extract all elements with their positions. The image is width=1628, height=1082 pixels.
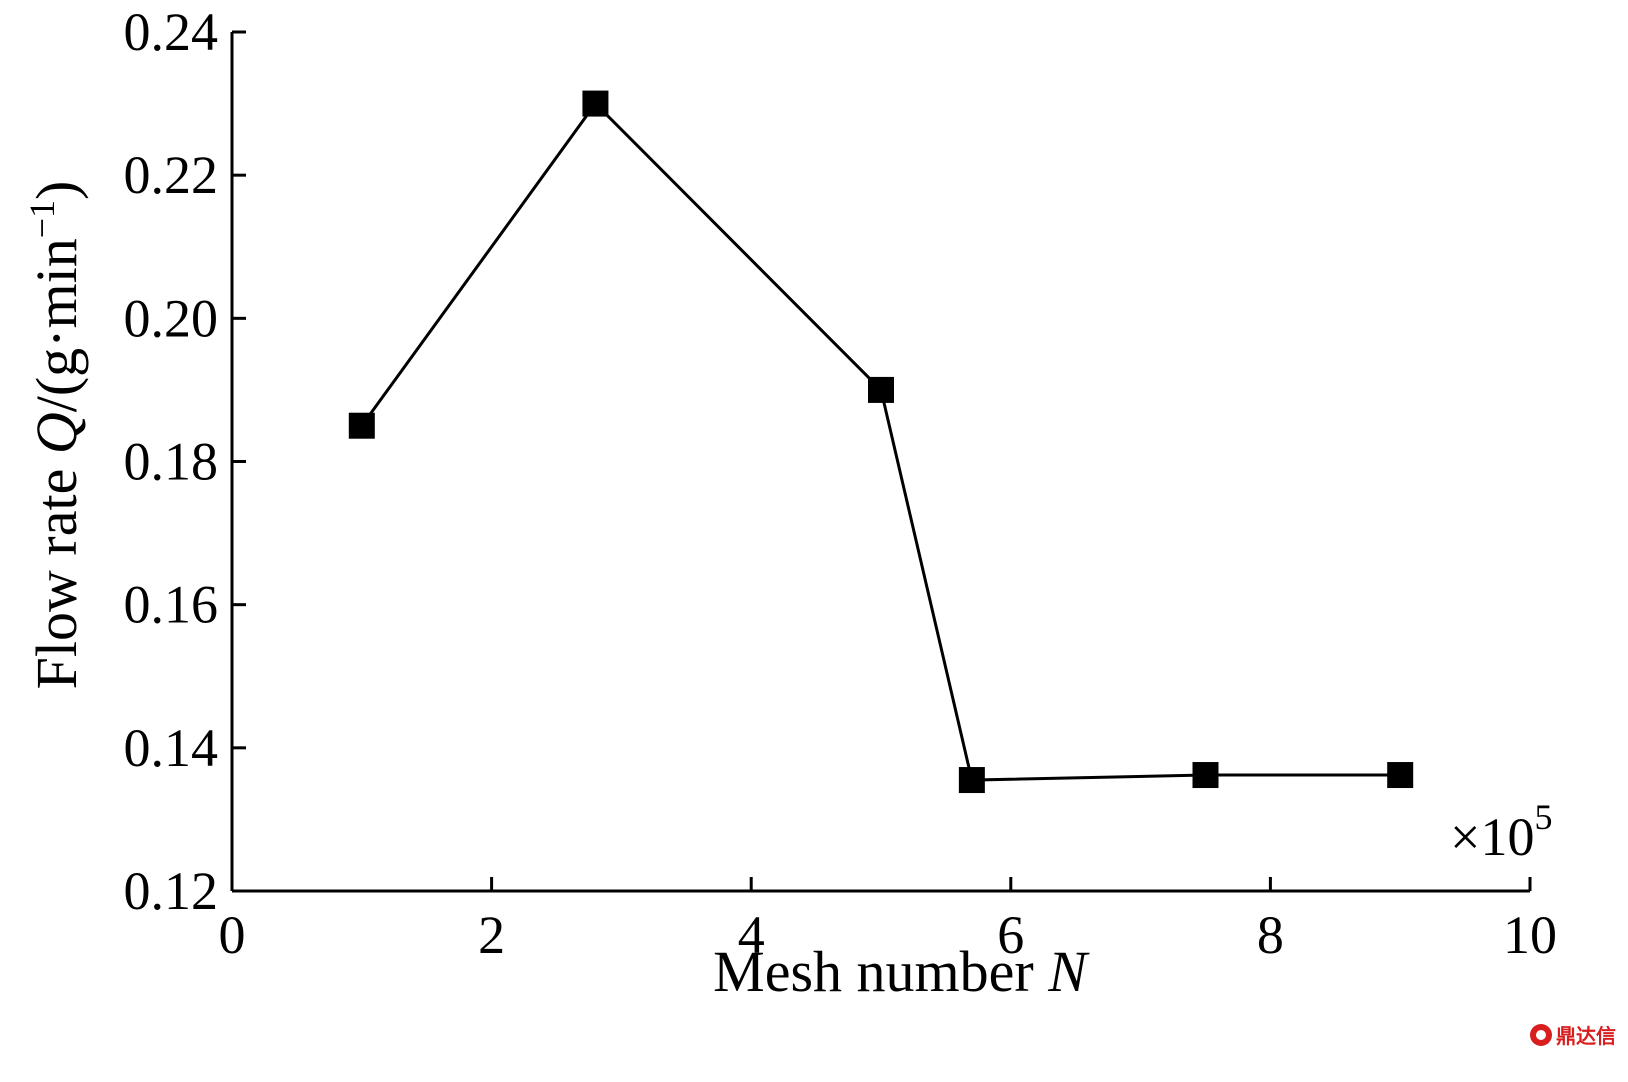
x-tick-label: 0 — [219, 905, 246, 965]
y-axis-title-unit-close: ) — [24, 181, 89, 200]
y-axis-title: Flow rate Q/(g·min−1) — [22, 181, 89, 690]
y-axis-title-prefix: Flow rate — [24, 454, 89, 689]
x-tick-label: 10 — [1503, 905, 1557, 965]
x-tick-label: 4 — [738, 905, 765, 965]
data-point — [1387, 762, 1414, 789]
data-point — [348, 412, 375, 439]
series-line — [360, 101, 1401, 782]
y-axis-title-exponent: −1 — [22, 200, 62, 238]
ticks: 0 2 4 6 8 10 0.12 0.14 0.16 0.18 0.20 0.22 0.24 — [124, 2, 1558, 965]
x-axis-title: Mesh number N — [713, 939, 1090, 1004]
x-axis-multiplier: ×105 — [1450, 797, 1552, 867]
data-point — [868, 376, 894, 403]
data-point — [958, 767, 985, 794]
watermark: 鼎达信 — [1530, 1020, 1616, 1049]
watermark-text: 鼎达信 — [1556, 1024, 1616, 1048]
x-multiplier-base: ×10 — [1450, 807, 1534, 867]
y-tick-label: 0.24 — [124, 2, 219, 62]
x-tick-label: 6 — [997, 905, 1024, 965]
y-axis-title-unit: /(g·min — [24, 238, 89, 412]
x-multiplier-exponent: 5 — [1534, 797, 1552, 837]
y-tick-label: 0.16 — [124, 575, 219, 635]
y-tick-label: 0.14 — [124, 718, 219, 778]
y-tick-label: 0.20 — [124, 288, 219, 348]
x-tick-label: 2 — [478, 905, 505, 965]
series — [348, 90, 1414, 794]
y-tick-label: 0.18 — [124, 432, 219, 492]
y-tick-label: 0.22 — [124, 145, 219, 205]
axis-labels: Mesh number N Flow rate Q/(g·min−1) ×105 — [22, 181, 1552, 1004]
axes — [230, 32, 1530, 893]
y-axis-title-symbol: Q — [24, 412, 89, 454]
y-tick-label: 0.12 — [124, 861, 219, 921]
x-axis-title-symbol: N — [1047, 939, 1090, 1004]
x-axis-title-prefix: Mesh number — [713, 939, 1048, 1004]
x-tick-label: 8 — [1257, 905, 1284, 965]
data-point — [582, 90, 609, 117]
circle-logo-icon — [1530, 1023, 1552, 1046]
data-point — [1192, 762, 1219, 789]
